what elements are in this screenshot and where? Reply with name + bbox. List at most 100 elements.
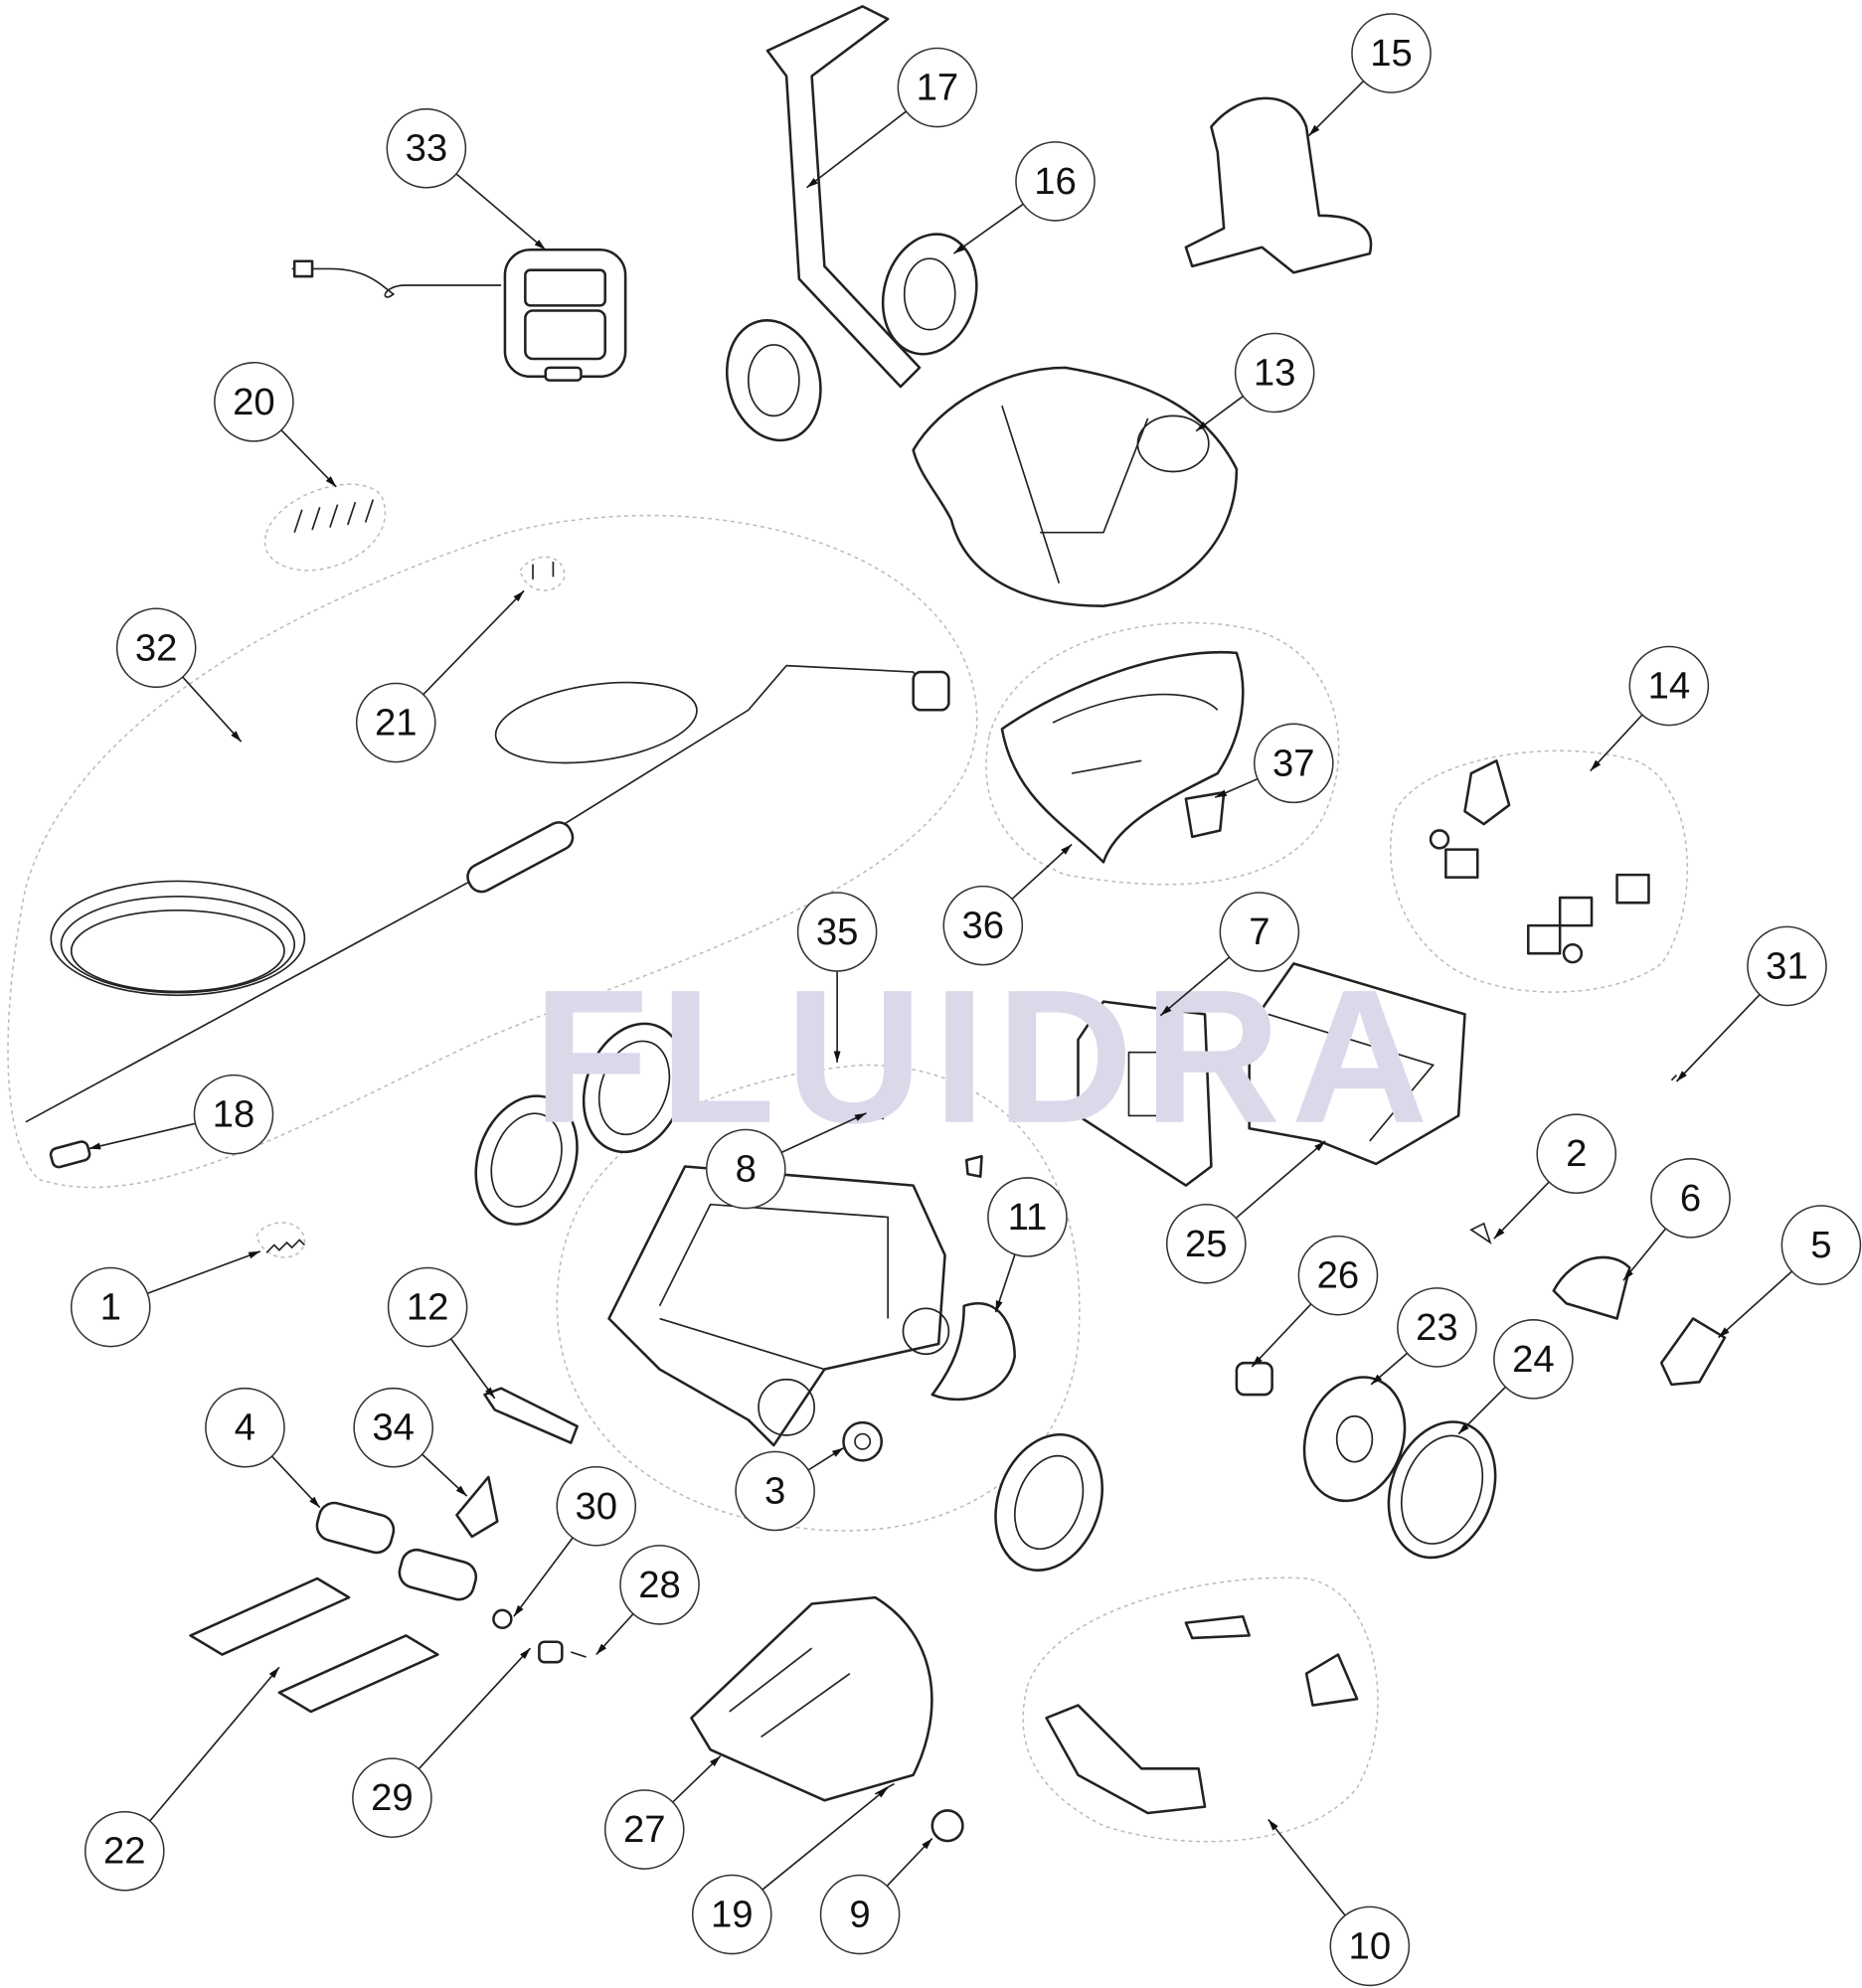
callout-19: 19 xyxy=(691,1786,889,1955)
group-outline-32 xyxy=(7,514,978,1189)
leader-line xyxy=(455,173,547,250)
callout-number: 13 xyxy=(1254,351,1296,394)
callout-20: 20 xyxy=(214,362,337,488)
part-26-bushing xyxy=(1235,1361,1273,1397)
leader-line xyxy=(1235,1140,1326,1220)
callout-circle xyxy=(1219,892,1300,972)
leader-line xyxy=(1493,1181,1550,1240)
callout-28: 28 xyxy=(595,1545,700,1656)
part-chassis xyxy=(607,1165,950,1447)
group-outline-36 xyxy=(985,621,1340,886)
callout-circle xyxy=(353,1387,433,1468)
leader-line xyxy=(1718,1270,1793,1339)
leader-line xyxy=(147,1250,261,1295)
leader-line xyxy=(423,589,525,696)
callout-16: 16 xyxy=(952,141,1096,254)
callout-3: 3 xyxy=(735,1446,844,1532)
group-outlines xyxy=(7,483,1688,1843)
callout-circle xyxy=(619,1545,700,1625)
part-8-clip xyxy=(867,1096,983,1178)
leader-line xyxy=(1214,777,1259,799)
callout-number: 10 xyxy=(1349,1924,1392,1967)
part-11-side-plate xyxy=(931,1302,1016,1402)
callout-24: 24 xyxy=(1457,1319,1574,1435)
leader-line xyxy=(1195,395,1244,432)
part-37-latch xyxy=(1184,790,1226,839)
leader-line xyxy=(1675,993,1761,1082)
callout-circle xyxy=(1234,332,1315,414)
part-18-connector xyxy=(49,1140,91,1169)
callout-circle xyxy=(603,1789,685,1870)
leader-line xyxy=(418,1647,532,1770)
callout-circle xyxy=(735,1450,815,1532)
callout-10: 10 xyxy=(1268,1818,1411,1987)
callout-circle xyxy=(819,1874,901,1955)
callout-number: 29 xyxy=(371,1776,414,1819)
callout-circle xyxy=(355,682,436,763)
part-35-traction-wheels xyxy=(474,1022,687,1226)
part-wheel-front xyxy=(994,1433,1104,1572)
part-32-floating-cable xyxy=(25,664,950,1123)
callout-number: 11 xyxy=(1008,1196,1048,1239)
callout-8: 8 xyxy=(705,1112,867,1210)
callout-number: 9 xyxy=(849,1894,870,1936)
callout-9: 9 xyxy=(819,1837,933,1955)
part-16-trolley-wheel xyxy=(881,233,978,356)
part-9-gear xyxy=(931,1809,964,1843)
callout-circle xyxy=(691,1874,772,1955)
callout-2: 2 xyxy=(1493,1113,1617,1240)
callout-circle xyxy=(796,892,878,972)
callout-circle xyxy=(1165,1203,1247,1284)
parts xyxy=(25,5,1727,1843)
callout-circle xyxy=(1780,1205,1862,1285)
leader-line xyxy=(994,1253,1016,1313)
callout-number: 8 xyxy=(736,1148,757,1191)
callout-22: 22 xyxy=(84,1666,280,1892)
callout-number: 28 xyxy=(638,1564,681,1606)
callout-number: 5 xyxy=(1810,1224,1831,1266)
part-14-handle-kit xyxy=(1429,759,1650,964)
leader-line xyxy=(595,1613,634,1656)
callout-number: 12 xyxy=(407,1286,449,1329)
leader-line xyxy=(1308,80,1365,137)
callout-circle xyxy=(115,607,197,689)
leader-line xyxy=(952,203,1024,254)
group-outline-21 xyxy=(519,556,566,591)
leader-line xyxy=(1622,1228,1667,1281)
callout-number: 6 xyxy=(1680,1177,1701,1220)
part-13-top-cover xyxy=(912,366,1239,607)
callout-circle xyxy=(1297,1235,1379,1316)
callout-circle xyxy=(352,1757,432,1838)
part-20-clips xyxy=(293,499,375,533)
callout-number: 2 xyxy=(1566,1132,1587,1175)
callout-circle xyxy=(214,362,294,442)
part-4-rollers xyxy=(315,1501,478,1601)
callout-number: 35 xyxy=(816,911,859,953)
callout-circle xyxy=(1329,1905,1411,1987)
leader-line xyxy=(513,1537,574,1617)
callout-33: 33 xyxy=(386,107,547,250)
callout-12: 12 xyxy=(387,1266,496,1400)
part-12-bumper xyxy=(483,1387,579,1444)
leader-line xyxy=(280,429,337,488)
leader-line xyxy=(270,1455,321,1509)
leader-line xyxy=(182,676,243,743)
leader-line xyxy=(672,1754,722,1803)
callout-29: 29 xyxy=(352,1647,532,1838)
callout-4: 4 xyxy=(205,1387,321,1509)
leader-line xyxy=(1251,1303,1312,1368)
callout-number: 4 xyxy=(235,1407,255,1449)
callout-5: 5 xyxy=(1718,1205,1862,1339)
callout-circle xyxy=(1253,723,1334,804)
leader-line xyxy=(805,110,908,189)
callout-number: 23 xyxy=(1416,1306,1458,1349)
leader-line xyxy=(1011,843,1073,901)
callout-32: 32 xyxy=(115,607,243,743)
callout-circle xyxy=(386,107,467,189)
part-1-spring xyxy=(265,1239,305,1253)
leader-line xyxy=(1590,714,1643,772)
part-trolley-wheel-left xyxy=(725,319,822,442)
callout-35: 35 xyxy=(796,892,878,1063)
callout-circle xyxy=(205,1387,285,1468)
